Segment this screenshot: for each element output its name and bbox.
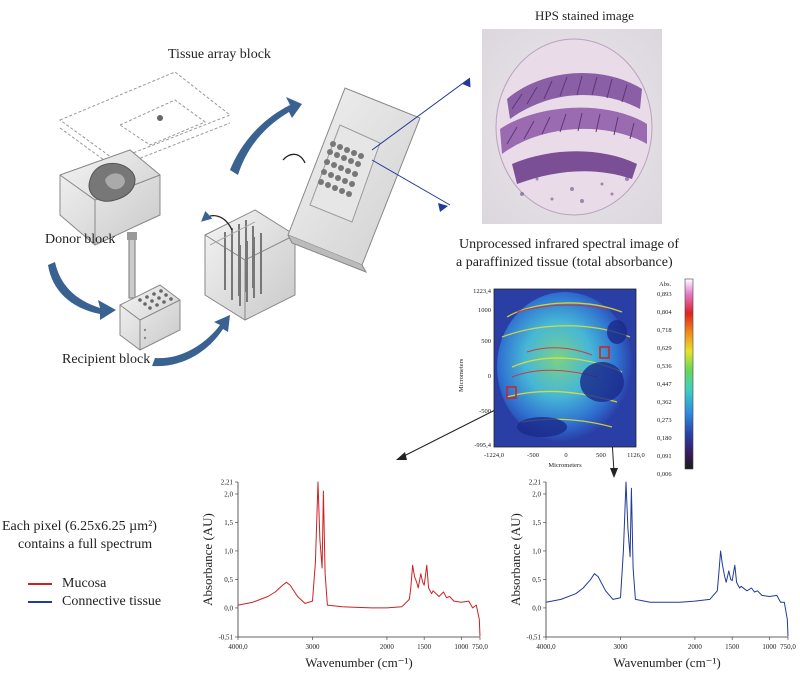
- colorbar: [684, 278, 694, 470]
- y-tick-label: -0,51: [526, 634, 541, 642]
- x-tick-label: 2000: [688, 643, 703, 651]
- ir-title-line2: a paraffinized tissue (total absorbance): [456, 255, 673, 270]
- x-axis-label: Wavenumber (cm⁻¹): [305, 655, 413, 670]
- x-tick-label: 3000: [305, 643, 320, 651]
- colorbar-tick: 0,273: [657, 417, 672, 424]
- legend: Mucosa Connective tissue: [28, 575, 161, 611]
- colorbar-tick: 0,180: [657, 435, 672, 442]
- x-tick-label: 1500: [417, 643, 432, 651]
- y-tick-label: 1,5: [224, 519, 233, 527]
- ir-x-tick: 1126,0: [627, 452, 645, 459]
- x-tick-label: 750,0: [472, 643, 488, 651]
- ir-x-axis-label: Micrometers: [548, 462, 582, 469]
- hps-title: HPS stained image: [535, 8, 634, 23]
- section-arrow-icon: [201, 210, 233, 231]
- connector-to-ir: [371, 159, 451, 206]
- recipient-block-label: Recipient block: [62, 352, 151, 367]
- hps-stained-image: [482, 29, 662, 224]
- y-tick-label: 2,0: [224, 490, 233, 498]
- ir-y-axis-label: Micrometers: [458, 358, 465, 392]
- y-tick-label: -0,51: [218, 634, 233, 642]
- ir-x-tick: -1224,0: [484, 452, 504, 459]
- colorbar-tick: 0,629: [657, 345, 672, 352]
- y-tick-label: 2,21: [221, 479, 234, 487]
- colorbar-tick: 0,804: [657, 309, 672, 316]
- y-tick-label: 0,0: [532, 604, 541, 612]
- x-tick-label: 2000: [380, 643, 395, 651]
- tma-workflow-illustration: [48, 71, 470, 367]
- spectrum-line: [237, 481, 481, 637]
- ir-x-tick: 500: [596, 452, 606, 459]
- x-tick-label: 4000,0: [536, 643, 556, 651]
- x-tick-label: 1000: [454, 643, 469, 651]
- x-tick-label: 1500: [725, 643, 740, 651]
- x-tick-label: 3000: [613, 643, 628, 651]
- ir-title-line1: Unprocessed infrared spectral image of: [459, 237, 680, 252]
- donor-block-label: Donor block: [45, 232, 116, 247]
- colorbar-tick: 0,091: [657, 453, 672, 460]
- y-tick-label: 2,0: [532, 490, 541, 498]
- y-axis-label: Absorbance (AU): [508, 513, 523, 606]
- connector-to-hps: [371, 77, 470, 151]
- array-block: [204, 209, 296, 321]
- ir-y-tick: 0: [488, 373, 491, 380]
- y-tick-label: 1,5: [532, 519, 541, 527]
- legend-label-connective: Connective tissue: [62, 594, 162, 609]
- legend-item-mucosa: Mucosa: [28, 575, 161, 593]
- ir-y-tick: 1000: [478, 307, 491, 314]
- ir-y-tick: 500: [481, 338, 491, 345]
- pixel-note-line1: Each pixel (6.25x6.25 µm²): [2, 519, 157, 534]
- pixel-note-line2: contains a full spectrum: [18, 537, 153, 552]
- ir-x-tick: 0: [564, 452, 567, 459]
- x-tick-label: 4000,0: [228, 643, 248, 651]
- colorbar-tick: 0,362: [657, 399, 672, 406]
- x-tick-label: 1000: [762, 643, 777, 651]
- x-axis-label: Wavenumber (cm⁻¹): [613, 655, 721, 670]
- y-tick-label: 0,5: [532, 576, 541, 584]
- y-tick-label: 0,5: [224, 576, 233, 584]
- section-arrow-icon: [282, 153, 306, 164]
- dashed-slide-outline: [58, 71, 231, 169]
- y-tick-label: 2,21: [529, 479, 542, 487]
- legend-item-connective: Connective tissue: [28, 593, 161, 611]
- colorbar-tick: 0,893: [657, 291, 672, 298]
- legend-label-mucosa: Mucosa: [62, 576, 107, 591]
- mucosa-roi-marker: [506, 386, 517, 399]
- y-tick-label: 1,0: [224, 547, 233, 555]
- x-tick-label: 750,0: [780, 643, 796, 651]
- colorbar-tick: 0,006: [657, 471, 672, 478]
- tissue-array-block-label: Tissue array block: [168, 47, 271, 62]
- legend-swatch-connective: [28, 601, 52, 603]
- spectrum-line: [545, 481, 789, 637]
- legend-swatch-mucosa: [28, 583, 52, 585]
- colorbar-tick: 0,536: [657, 363, 672, 370]
- colorbar-tick: 0,447: [657, 381, 672, 388]
- ir-spectral-map: 1223,4 1000 500 0 -500 -995,4 Micrometer…: [458, 278, 694, 478]
- ir-x-tick: -500: [527, 452, 539, 459]
- curved-arrow-icon: [48, 97, 302, 367]
- recipient-block: [119, 232, 181, 351]
- glass-slide: [287, 87, 421, 273]
- connective-roi-marker: [599, 346, 610, 359]
- ir-y-tick: 1223,4: [473, 288, 492, 295]
- y-tick-label: 0,0: [224, 604, 233, 612]
- y-axis-label: Absorbance (AU): [200, 513, 215, 606]
- colorbar-tick: 0,718: [657, 327, 672, 334]
- colorbar-title: Abs.: [659, 281, 671, 288]
- y-tick-label: 1,0: [532, 547, 541, 555]
- ir-y-tick: -995,4: [474, 442, 492, 449]
- donor-block: [59, 149, 161, 246]
- ir-y-tick: -500: [479, 408, 491, 415]
